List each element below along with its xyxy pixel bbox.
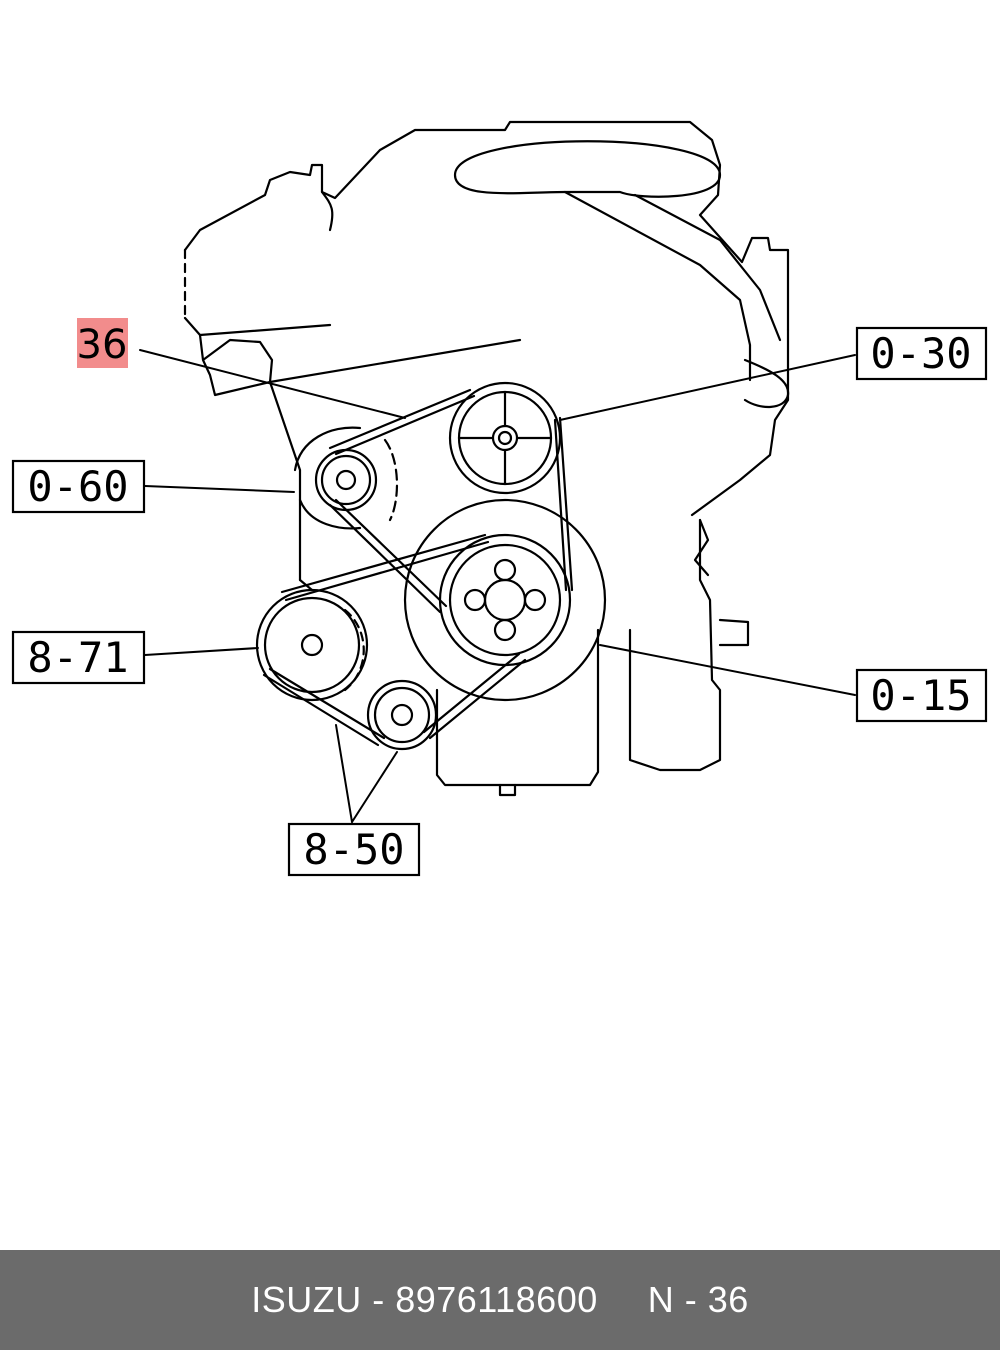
- drive-belt-accessory: [262, 533, 527, 747]
- engine-belt-diagram: 36 0-30 0-60 8-71 0-15 8-50: [11, 120, 988, 877]
- fan-pulley: [448, 381, 562, 495]
- callout-label: 8-71: [27, 633, 128, 682]
- drive-belt-main: [328, 388, 574, 614]
- callout-label: 0-30: [870, 329, 971, 378]
- callout-8-71[interactable]: 8-71: [11, 630, 146, 685]
- tensioner-pulley: [366, 679, 438, 751]
- power-steering-pulley: [255, 588, 369, 702]
- callout-label: 8-50: [303, 825, 404, 874]
- highlight-label: 36: [77, 322, 128, 368]
- part-info: ISUZU - 8976118600: [251, 1279, 598, 1320]
- highlight-marker[interactable]: 36: [77, 318, 128, 368]
- callout-0-30[interactable]: 0-30: [855, 326, 988, 381]
- callout-0-60[interactable]: 0-60: [11, 459, 146, 514]
- footer-bar: ISUZU - 8976118600 N - 36: [0, 1250, 1000, 1350]
- crankshaft-pulley: [403, 498, 607, 702]
- callout-label: 0-15: [870, 671, 971, 720]
- callout-label: 0-60: [27, 462, 128, 511]
- leader-lines: [139, 349, 856, 823]
- idler-pulley: [293, 426, 398, 530]
- reference-number: N - 36: [647, 1279, 749, 1320]
- engine-outline: [183, 120, 790, 797]
- callout-8-50[interactable]: 8-50: [287, 822, 421, 877]
- callout-0-15[interactable]: 0-15: [855, 668, 988, 723]
